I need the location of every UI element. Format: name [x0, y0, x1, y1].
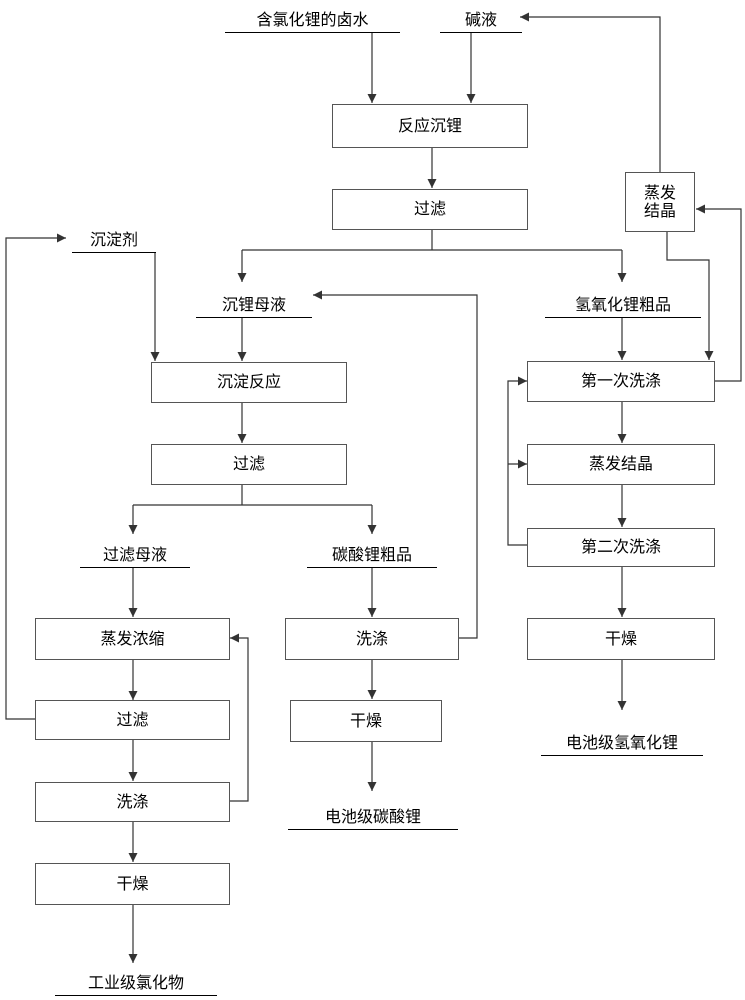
edge-wash2-recycle [507, 376, 527, 546]
input-precipitant: 沉淀剂 [72, 226, 156, 253]
edge-evap-top-to-wash1 [666, 232, 714, 360]
step-filter-3: 过滤 [35, 700, 230, 740]
intermediate-lithium-mother-liquor: 沉锂母液 [196, 286, 312, 318]
step-wash-left: 洗涤 [35, 782, 230, 822]
step-filter-1: 过滤 [332, 189, 528, 230]
step-precipitation-reaction: 沉淀反应 [151, 362, 347, 403]
edge-wash-mid-to-mother-liquor [313, 290, 478, 639]
step-dry-left: 干燥 [35, 863, 230, 905]
step-reaction-lithium: 反应沉锂 [332, 104, 528, 148]
step-wash-middle: 洗涤 [285, 618, 459, 660]
edge-filter3-to-precipitant [5, 233, 66, 720]
intermediate-crude-lithium-carbonate: 碳酸锂粗品 [307, 538, 437, 568]
step-evaporation-crystallization: 蒸发结晶 [527, 444, 715, 485]
intermediate-filtrate-mother-liquor: 过滤母液 [80, 538, 190, 568]
step-first-wash: 第一次洗涤 [527, 361, 715, 402]
step-second-wash: 第二次洗涤 [527, 528, 715, 567]
edge-evap-top-to-alkali [520, 12, 661, 172]
step-evaporation-concentration: 蒸发浓缩 [35, 618, 230, 660]
edge-wash1-to-evap-top [696, 204, 742, 382]
output-battery-lithium-carbonate: 电池级碳酸锂 [288, 794, 458, 830]
input-brine: 含氯化锂的卤水 [225, 4, 400, 33]
intermediate-crude-lithium-hydroxide: 氢氧化锂粗品 [545, 286, 701, 318]
step-filter-2: 过滤 [151, 444, 347, 485]
input-alkali: 碱液 [440, 4, 522, 33]
step-dry-middle: 干燥 [290, 700, 442, 742]
output-battery-lithium-hydroxide: 电池级氢氧化锂 [541, 712, 703, 756]
edge-wash-left-recycle [230, 633, 249, 802]
step-evaporation-crystallization-top: 蒸发 结晶 [625, 172, 695, 232]
step-dry-right: 干燥 [527, 618, 715, 660]
evap-top-line2: 结晶 [643, 201, 676, 220]
evap-top-line1: 蒸发 [643, 182, 676, 202]
output-industrial-chloride: 工业级氯化物 [55, 966, 217, 996]
